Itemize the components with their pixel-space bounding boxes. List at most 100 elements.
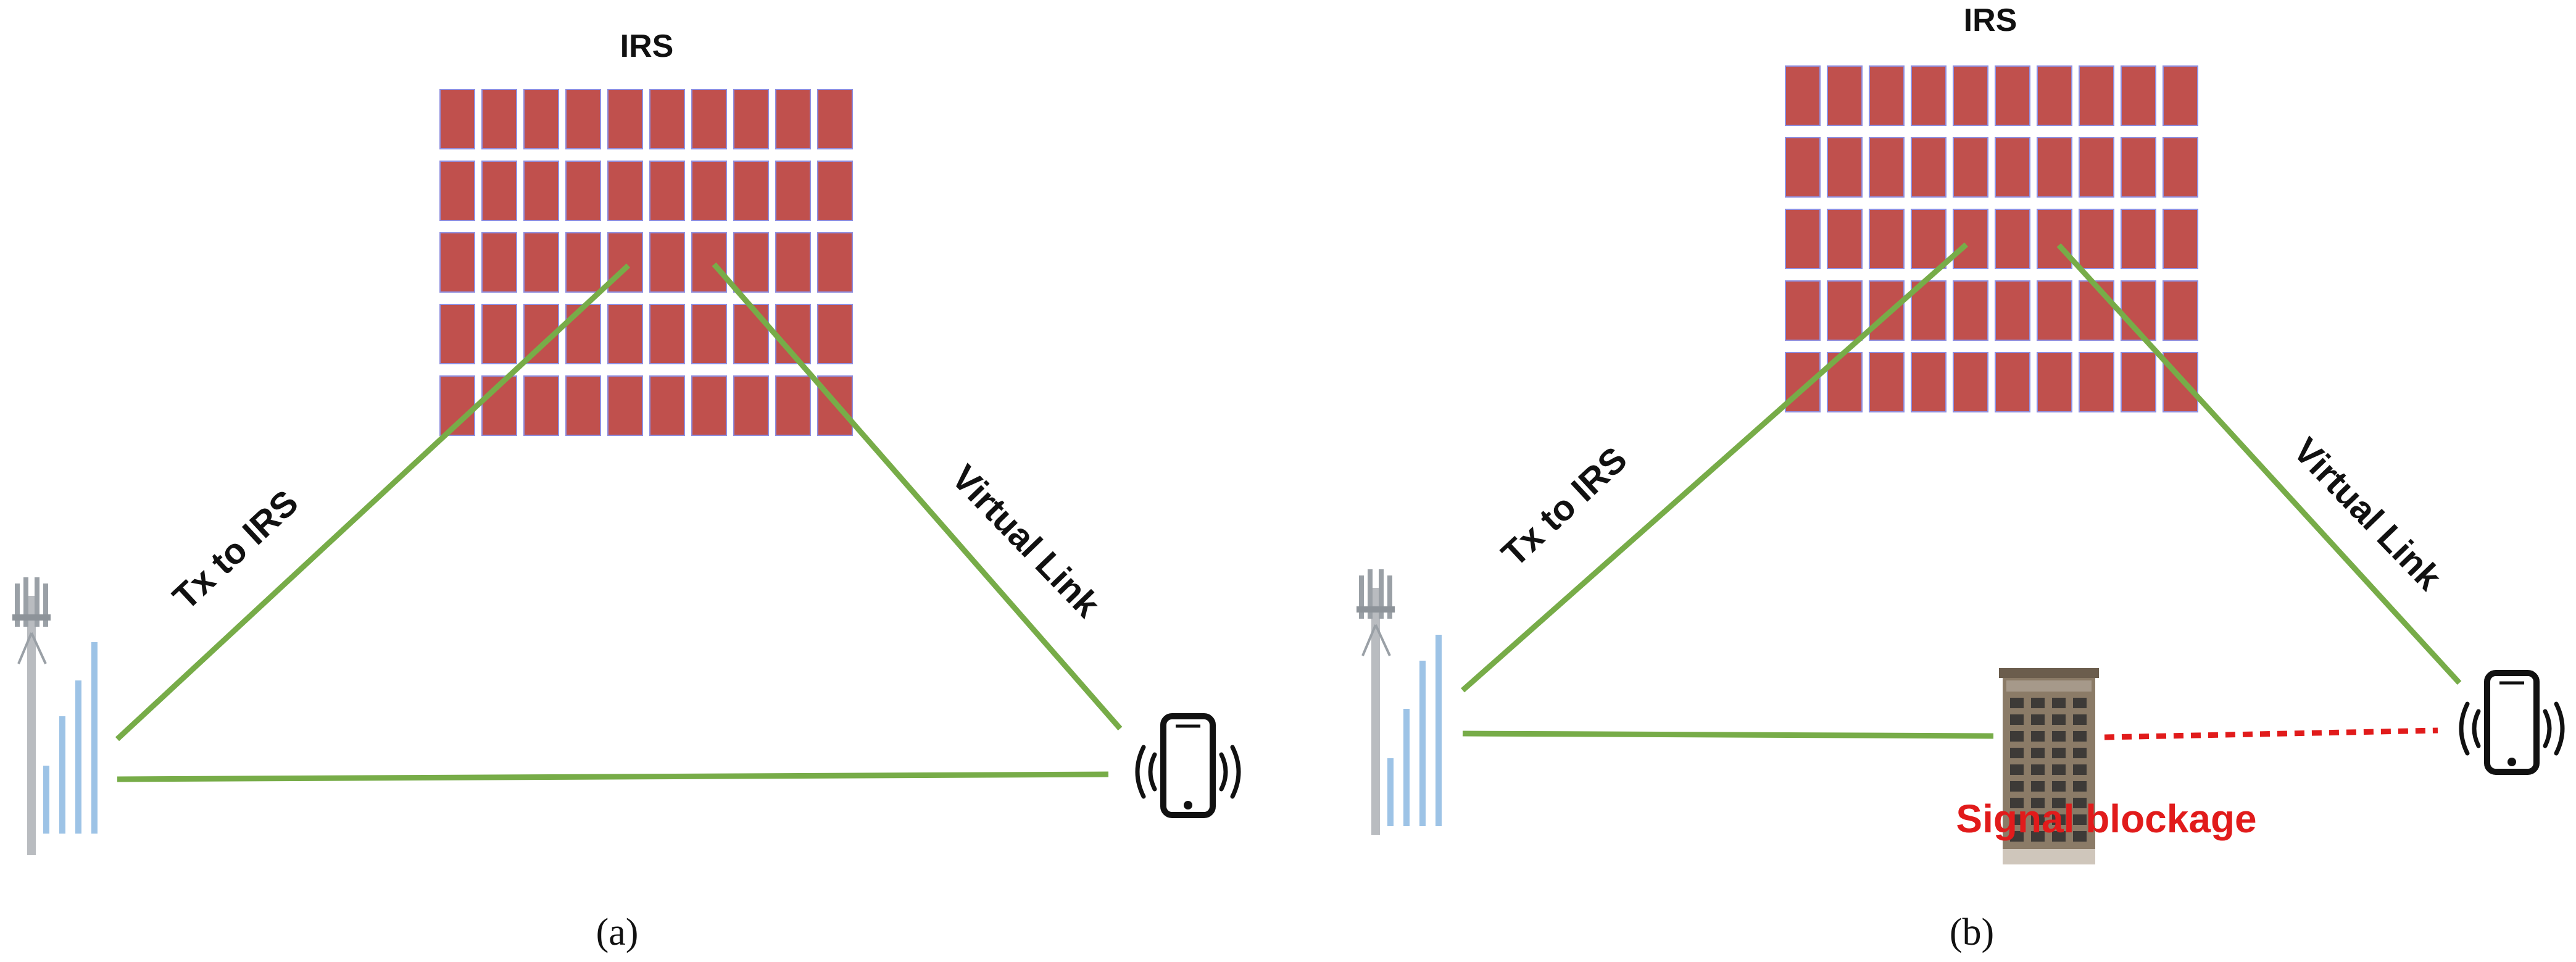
irs-element: [1953, 352, 1988, 412]
building-window: [2010, 714, 2024, 725]
building-window: [2073, 731, 2087, 742]
smartphone-icon: [1135, 713, 1241, 818]
building-window: [2031, 698, 2045, 708]
building-window: [2052, 781, 2066, 792]
irs-element: [1827, 209, 1863, 269]
blocked-link: [2104, 727, 2438, 740]
irs-element: [565, 89, 601, 149]
building-window: [2073, 798, 2087, 808]
irs-element: [1869, 209, 1905, 269]
irs-element: [2079, 65, 2114, 126]
irs-panel: [1785, 65, 2198, 412]
irs-element: [1869, 137, 1905, 198]
building-window: [2052, 748, 2066, 758]
irs-element: [2121, 352, 2156, 412]
building-window: [2052, 731, 2066, 742]
virtual-link: [712, 262, 1123, 730]
caption-a: (a): [596, 911, 639, 953]
tx-to-irs-link: [115, 263, 631, 742]
irs-element: [733, 89, 769, 149]
panel-a: IRS Tx to IRS Virtual Link: [12, 28, 1241, 953]
irs-element: [2037, 352, 2072, 412]
building-window: [2052, 698, 2066, 708]
panel-b: IRS Tx to IRS Virtual Link: [1357, 2, 2565, 953]
building-window: [2031, 714, 2045, 725]
building-window: [2010, 831, 2024, 842]
irs-element: [607, 89, 643, 149]
direct-link: [117, 771, 1109, 782]
virtual-link-label: Virtual Link: [944, 458, 1108, 625]
irs-element: [2037, 65, 2072, 126]
irs-element: [2079, 209, 2114, 269]
irs-element: [481, 161, 517, 221]
building-window: [2031, 731, 2045, 742]
irs-element: [1911, 65, 1947, 126]
irs-element: [2037, 137, 2072, 198]
building-window: [2073, 698, 2087, 708]
irs-element: [2037, 280, 2072, 341]
irs-element: [733, 375, 769, 436]
virtual-link: [2056, 243, 2462, 685]
building-window: [2052, 714, 2066, 725]
irs-element: [2079, 280, 2114, 341]
irs-element: [1953, 65, 1988, 126]
building-window: [2073, 831, 2087, 842]
building-window: [2073, 764, 2087, 775]
irs-element: [817, 232, 853, 293]
building-window: [2031, 831, 2045, 842]
building-window: [2010, 698, 2024, 708]
irs-element: [649, 232, 685, 293]
irs-element: [1911, 137, 1947, 198]
building-window: [2010, 731, 2024, 742]
signal-bars-icon: [1387, 635, 1442, 826]
irs-element: [1785, 137, 1821, 198]
irs-element: [2163, 209, 2198, 269]
irs-element: [565, 232, 601, 293]
irs-element: [523, 89, 559, 149]
tx-link-label: Tx to IRS: [165, 482, 306, 617]
irs-element: [1911, 352, 1947, 412]
irs-element: [817, 89, 853, 149]
cell-tower-icon: [1357, 569, 1395, 835]
irs-element: [481, 232, 517, 293]
building-window: [2010, 748, 2024, 758]
irs-element: [2121, 65, 2156, 126]
building-icon: [1999, 668, 2099, 864]
blockage-label: Signal blockage: [1956, 797, 2256, 841]
building-window: [2073, 781, 2087, 792]
irs-element: [649, 89, 685, 149]
irs-element: [565, 304, 601, 364]
irs-element: [817, 304, 853, 364]
irs-element: [2121, 209, 2156, 269]
irs-element: [2163, 280, 2198, 341]
irs-element: [775, 375, 811, 436]
irs-element: [481, 304, 517, 364]
building-window: [2010, 814, 2024, 825]
building-window: [2031, 748, 2045, 758]
irs-element: [565, 375, 601, 436]
irs-element: [2079, 352, 2114, 412]
irs-element: [1995, 65, 2030, 126]
irs-element: [1953, 137, 1988, 198]
irs-element: [775, 232, 811, 293]
irs-element: [649, 375, 685, 436]
irs-element: [2121, 137, 2156, 198]
irs-element: [691, 232, 727, 293]
irs-element: [1995, 280, 2030, 341]
building-window: [2010, 764, 2024, 775]
irs-element: [1785, 65, 1821, 126]
irs-label: IRS: [620, 28, 674, 64]
direct-link: [1462, 730, 1994, 739]
caption-b: (b): [1950, 911, 1994, 953]
irs-element: [2079, 137, 2114, 198]
irs-element: [607, 161, 643, 221]
irs-element: [439, 232, 475, 293]
cell-tower-icon: [12, 577, 51, 855]
building-window: [2010, 781, 2024, 792]
irs-element: [523, 232, 559, 293]
irs-element: [1995, 209, 2030, 269]
irs-element: [2163, 137, 2198, 198]
irs-element: [523, 375, 559, 436]
irs-element: [775, 161, 811, 221]
building-window: [2073, 748, 2087, 758]
